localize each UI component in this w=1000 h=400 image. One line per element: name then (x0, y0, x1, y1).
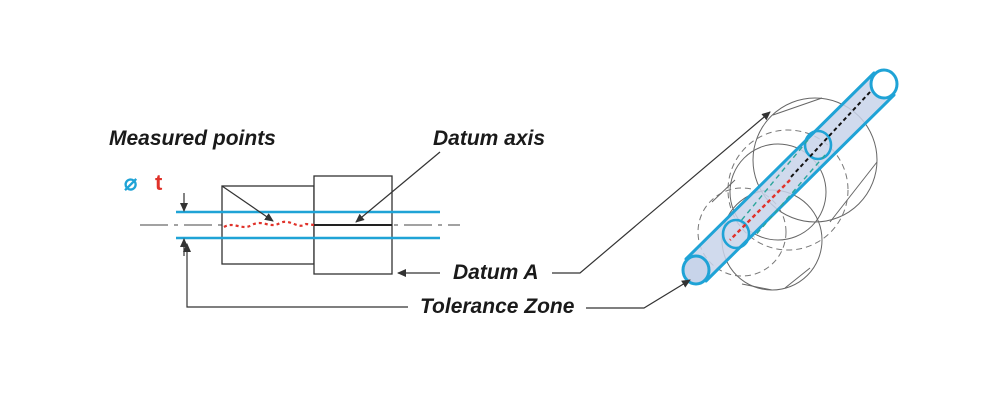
measured-points-leader (221, 185, 274, 222)
datum-axis-3d (789, 91, 871, 179)
zone-inner-dash-2 (753, 154, 826, 238)
isometric-view (681, 68, 899, 291)
shaft-face-front-large (729, 143, 827, 241)
tolerance-zone-label: Tolerance Zone (420, 295, 575, 318)
shaft-face-mid-large (727, 129, 849, 251)
measured-points-label: Measured points (109, 127, 276, 150)
datum-a-leader-right (552, 111, 771, 274)
tolerance-zone-leader-right (586, 279, 691, 309)
small-silhouette-top (711, 179, 736, 203)
diameter-symbol: ⌀ (124, 170, 138, 195)
measured-points-trace (223, 220, 315, 229)
datum-axis-leader (355, 151, 441, 223)
tolerance-zone-end-bottom (681, 254, 711, 286)
datum-axis-label: Datum axis (433, 127, 545, 150)
measured-points-3d (729, 179, 791, 241)
small-silhouette-bottom (784, 267, 811, 289)
shaft-face-small-front (697, 187, 787, 277)
tolerance-zone-leader-left (183, 243, 408, 308)
side-view (140, 175, 460, 275)
tolerance-zone-section-lower (721, 218, 751, 250)
datum-a-label: Datum A (453, 261, 539, 284)
shaft-silhouette-top (772, 97, 823, 116)
tolerance-zone-end-top (869, 68, 899, 100)
small-silhouette-bottom-2 (741, 283, 773, 291)
tolerance-symbol: t (155, 170, 163, 195)
shaft-silhouette-bottom (829, 161, 878, 223)
tolerance-zone-section-upper (803, 129, 833, 161)
